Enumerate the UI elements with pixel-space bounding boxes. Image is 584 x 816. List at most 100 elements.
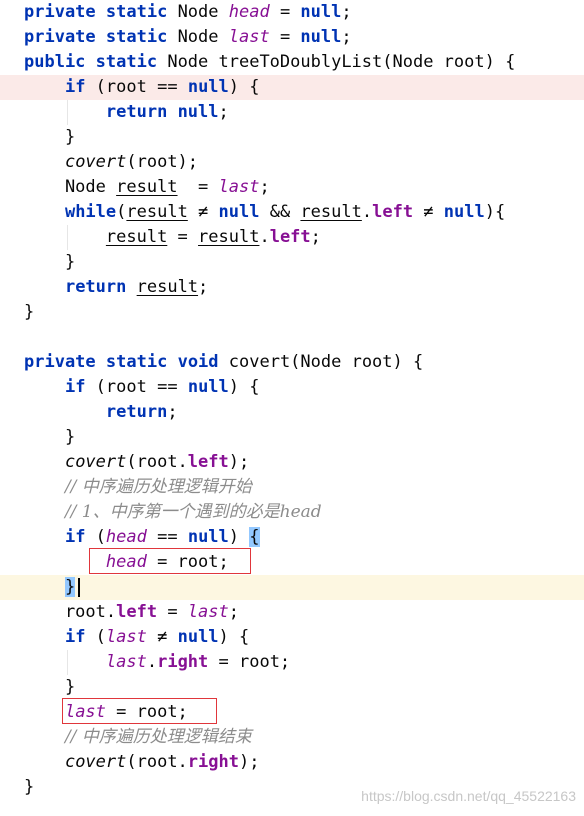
code-line-content: private static Node last = null;: [24, 25, 352, 50]
code-line[interactable]: }: [0, 425, 584, 450]
code-line[interactable]: last.right = root;: [0, 650, 584, 675]
keyword: null: [300, 27, 342, 47]
code-text: [96, 27, 106, 47]
code-line[interactable]: }: [0, 675, 584, 700]
local-variable: result: [198, 227, 260, 247]
code-text: [24, 77, 65, 97]
code-line[interactable]: Node result = last;: [0, 175, 584, 200]
code-text: &&: [259, 202, 301, 222]
code-line[interactable]: last = root;: [0, 700, 584, 725]
static-field: head: [105, 527, 147, 547]
code-line[interactable]: public static Node treeToDoublyList(Node…: [0, 50, 584, 75]
code-line[interactable]: }: [0, 575, 584, 600]
code-line[interactable]: private static Node head = null;: [0, 0, 584, 25]
code-line[interactable]: }: [0, 125, 584, 150]
code-text: (root: [85, 77, 158, 97]
code-text: (root);: [126, 152, 199, 172]
code-text: ==: [157, 77, 178, 97]
code-text: Node treeToDoublyList(Node root) {: [157, 52, 516, 72]
code-text: Node: [24, 177, 117, 197]
code-line-content: if (last ≠ null) {: [24, 625, 249, 650]
code-line[interactable]: [0, 325, 584, 350]
code-line-content: // 中序遍历处理逻辑开始: [24, 475, 252, 500]
code-line[interactable]: return result;: [0, 275, 584, 300]
code-line[interactable]: }: [0, 250, 584, 275]
field-ref: right: [157, 652, 209, 672]
static-field: last: [187, 602, 229, 622]
code-line[interactable]: covert(root.right);: [0, 750, 584, 775]
code-text: [167, 102, 177, 122]
watermark: https://blog.csdn.net/qq_45522163: [361, 788, 576, 804]
code-text: ) {: [218, 627, 250, 647]
code-line-content: }: [24, 125, 75, 150]
code-text: [96, 352, 106, 372]
code-text: ≠: [187, 202, 219, 222]
code-line-content: private static Node head = null;: [24, 0, 352, 25]
code-line-content: if (head == null) {: [24, 525, 260, 550]
code-text: ;: [218, 102, 229, 122]
code-line-content: result = result.left;: [24, 225, 321, 250]
code-text: }: [24, 127, 76, 147]
field-ref: left: [269, 227, 311, 247]
code-line[interactable]: private static Node last = null;: [0, 25, 584, 50]
code-text: [24, 752, 65, 772]
code-text: root.: [24, 602, 117, 622]
code-line[interactable]: if (root == null) {: [0, 75, 584, 100]
static-field: head: [105, 552, 147, 572]
keyword: null: [177, 627, 219, 647]
code-line[interactable]: result = result.left;: [0, 225, 584, 250]
code-line[interactable]: root.left = last;: [0, 600, 584, 625]
code-line-content: return null;: [24, 100, 229, 125]
code-line[interactable]: }: [0, 775, 584, 800]
code-line[interactable]: head = root;: [0, 550, 584, 575]
code-comment: // 中序遍历处理逻辑开始: [64, 477, 252, 497]
code-line-content: covert(root);: [24, 150, 198, 175]
code-line[interactable]: if (root == null) {: [0, 375, 584, 400]
code-line[interactable]: return null;: [0, 100, 584, 125]
code-text: =: [269, 27, 301, 47]
code-line[interactable]: private static void covert(Node root) {: [0, 350, 584, 375]
code-text: [24, 727, 65, 747]
keyword: private: [24, 352, 96, 372]
code-line[interactable]: covert(root.left);: [0, 450, 584, 475]
keyword: if: [64, 77, 86, 97]
static-field: head: [228, 2, 270, 22]
code-line[interactable]: // 中序遍历处理逻辑开始: [0, 475, 584, 500]
annotation-box-head-assign: [89, 548, 251, 574]
keyword: return: [64, 277, 127, 297]
keyword: null: [218, 202, 260, 222]
keyword: void: [177, 352, 219, 372]
code-text: ) {: [228, 77, 260, 97]
static-field: last: [64, 702, 106, 722]
code-line[interactable]: while(result ≠ null && result.left ≠ nul…: [0, 200, 584, 225]
code-text: = root;: [105, 702, 188, 722]
code-text: }: [24, 427, 76, 447]
code-line[interactable]: }: [0, 300, 584, 325]
code-text: ≠: [146, 627, 178, 647]
field-ref: right: [187, 752, 239, 772]
keyword: while: [64, 202, 117, 222]
code-text: = root;: [208, 652, 291, 672]
code-line[interactable]: // 1、中序第一个遇到的必是head: [0, 500, 584, 525]
code-text: Node: [167, 2, 229, 22]
keyword: static: [105, 27, 168, 47]
code-line[interactable]: if (last ≠ null) {: [0, 625, 584, 650]
keyword: return: [105, 102, 168, 122]
code-text: [96, 2, 106, 22]
keyword: null: [187, 77, 229, 97]
code-line[interactable]: return;: [0, 400, 584, 425]
code-text: [167, 352, 177, 372]
code-line[interactable]: if (head == null) {: [0, 525, 584, 550]
code-text: .: [146, 652, 158, 672]
code-text: = root;: [146, 552, 229, 572]
code-text: }: [24, 677, 76, 697]
code-text: ) {: [228, 377, 260, 397]
code-text: .: [259, 227, 270, 247]
code-line[interactable]: // 中序遍历处理逻辑结束: [0, 725, 584, 750]
local-variable: result: [126, 202, 188, 222]
code-line[interactable]: covert(root);: [0, 150, 584, 175]
code-text: [178, 377, 188, 397]
code-text: ){: [484, 202, 506, 222]
code-text: [24, 502, 65, 522]
